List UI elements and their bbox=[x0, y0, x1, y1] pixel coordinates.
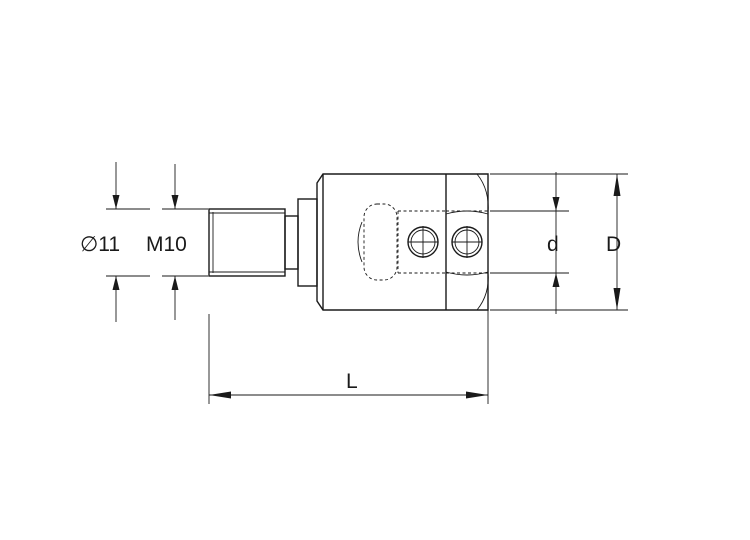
label-length-l: L bbox=[346, 370, 358, 393]
threaded-shank bbox=[208, 208, 286, 277]
label-outer-D: D bbox=[606, 233, 621, 256]
clamping-screw-right bbox=[451, 226, 483, 258]
dim-length-l bbox=[208, 310, 489, 404]
label-thread-m10: M10 bbox=[146, 233, 187, 256]
dim-thread-m10 bbox=[162, 164, 208, 320]
dim-diameter-11 bbox=[106, 162, 150, 322]
label-diameter-11: ∅11 bbox=[80, 233, 120, 256]
hidden-bore bbox=[357, 203, 490, 281]
dim-outer-D bbox=[490, 173, 628, 311]
label-bore-d: d bbox=[547, 233, 559, 256]
clamping-screw-left bbox=[407, 226, 439, 258]
dim-bore-d bbox=[490, 172, 569, 314]
neck bbox=[284, 198, 318, 287]
